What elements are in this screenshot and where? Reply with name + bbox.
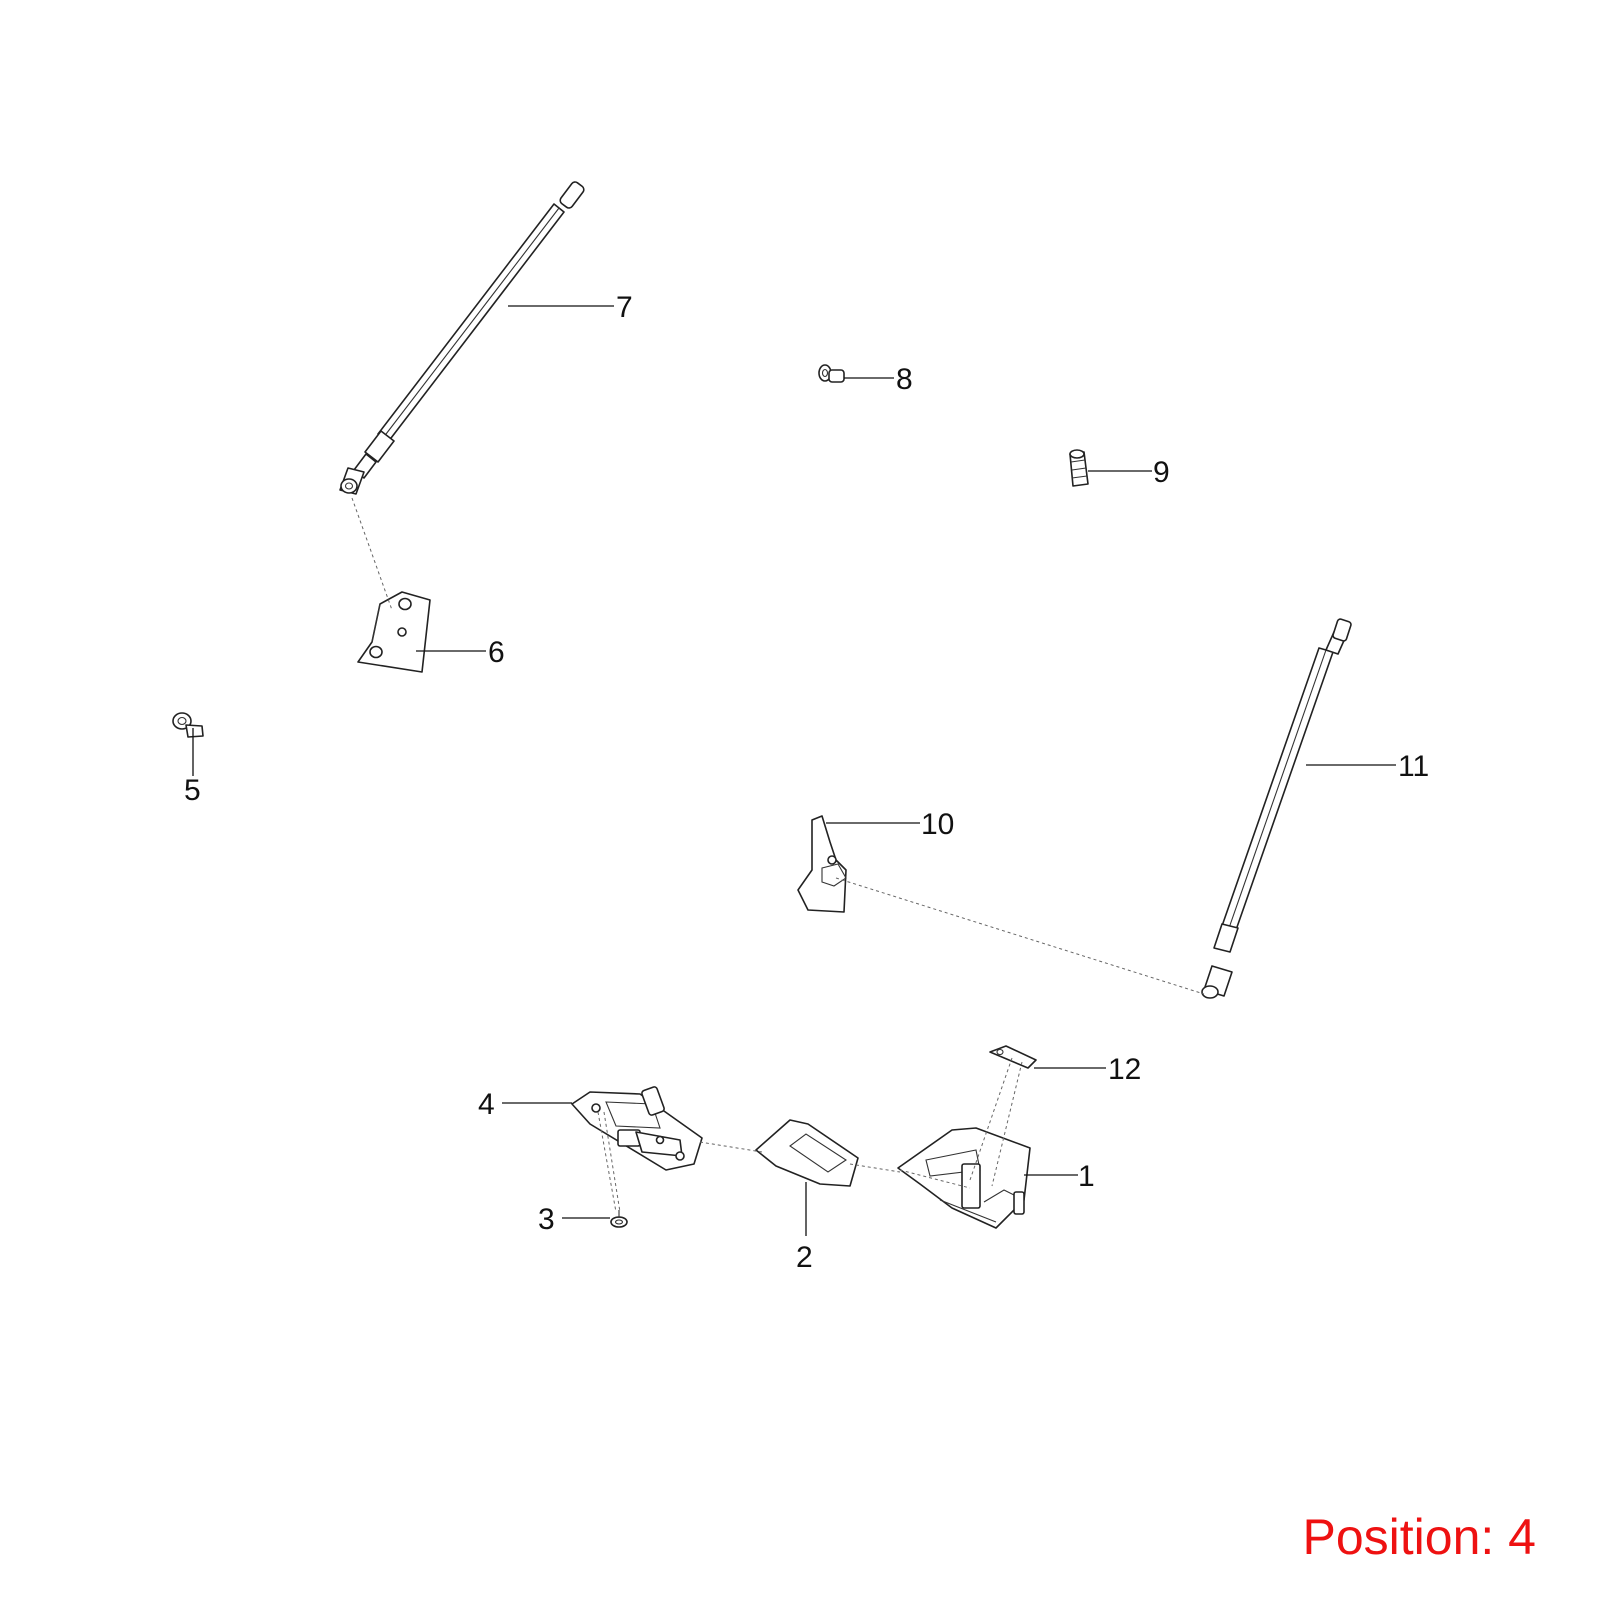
callout-10: 10 (921, 808, 954, 841)
callout-3: 3 (538, 1203, 555, 1236)
leader-lines (192, 305, 1396, 1236)
callout-8: 8 (896, 363, 913, 396)
part-12-clip (989, 1045, 1037, 1069)
callout-6: 6 (488, 636, 505, 669)
part-10-strut-bracket (797, 815, 847, 913)
part-5-screw (172, 712, 204, 738)
part-6-bracket (357, 591, 431, 673)
part-9-bumper (1069, 449, 1089, 487)
callout-11: 11 (1398, 750, 1429, 783)
callout-12: 12 (1108, 1053, 1141, 1086)
part-7-gas-strut (339, 181, 585, 495)
callout-7: 7 (616, 291, 633, 324)
callout-9: 9 (1153, 456, 1170, 489)
callout-1: 1 (1078, 1160, 1095, 1193)
callout-4: 4 (478, 1088, 495, 1121)
part-8-bolt (818, 364, 845, 383)
callout-2: 2 (796, 1241, 813, 1274)
callout-labels: 1 2 3 4 5 6 7 8 9 10 11 12 (184, 291, 1429, 1274)
assembly-lines (351, 497, 1205, 1213)
callout-5: 5 (184, 774, 201, 807)
part-11-gas-strut (1201, 618, 1352, 999)
part-1-latch-housing (897, 1127, 1031, 1229)
position-indicator: Position: 4 (1303, 1509, 1536, 1565)
part-4-latch-mechanism (571, 1086, 703, 1171)
part-2-handle-cover (755, 1119, 859, 1187)
part-3-screw (610, 1210, 628, 1228)
